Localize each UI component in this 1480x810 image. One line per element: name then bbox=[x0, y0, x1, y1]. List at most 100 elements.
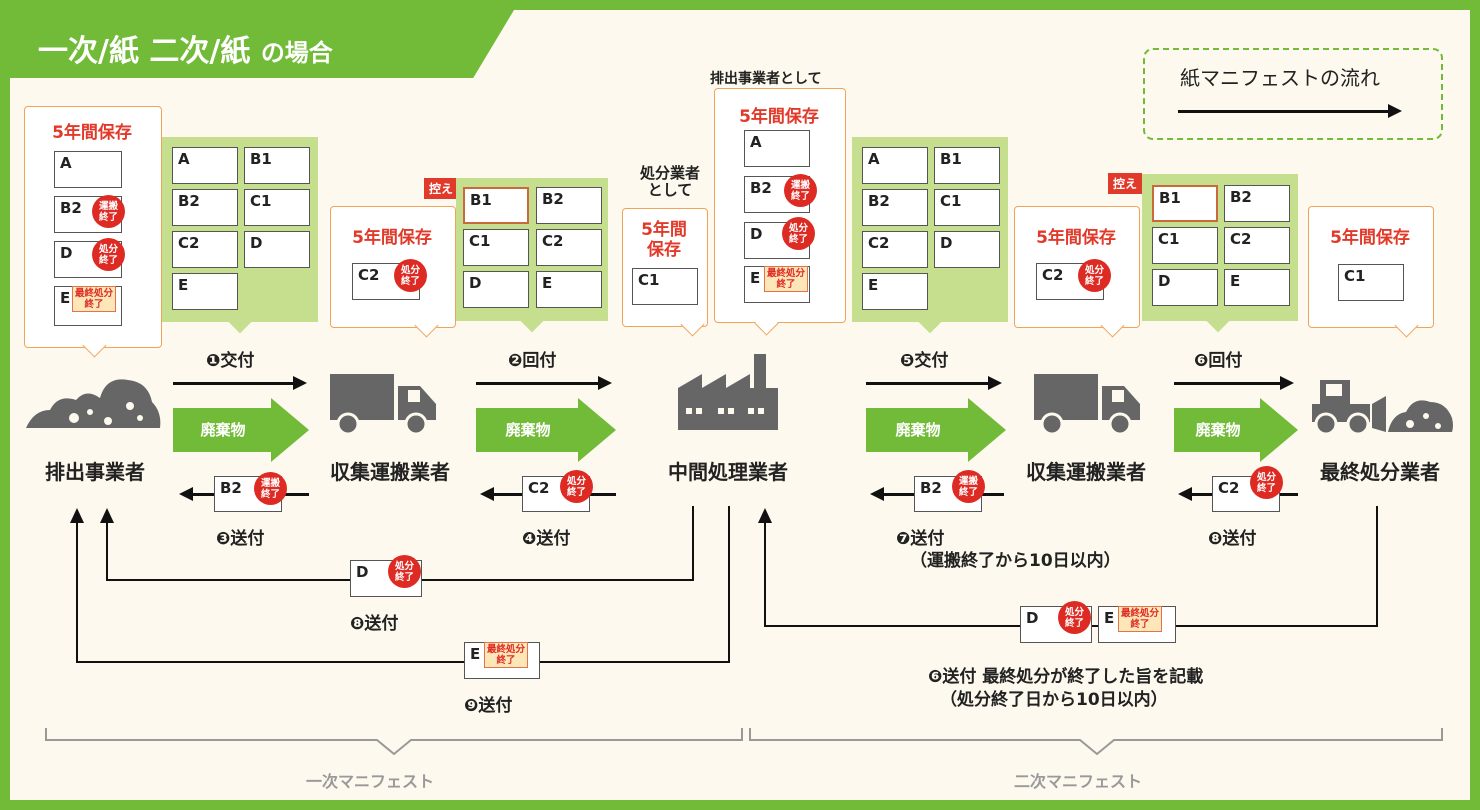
slip-c2: C2 bbox=[536, 229, 602, 266]
slip-c2: C2 bbox=[172, 231, 238, 268]
keep-label: 5年間保存 bbox=[52, 123, 132, 143]
secondary-section-label: 二次マニフェスト bbox=[1014, 772, 1143, 791]
slip-a: A bbox=[54, 151, 122, 188]
as-generator-label: 排出事業者として bbox=[710, 71, 822, 87]
final-done-stamp: 最終処分 終了 bbox=[764, 266, 809, 292]
step-3-label: ❸送付 bbox=[216, 529, 265, 549]
page-title: 一次/紙 二次/紙 の場合 bbox=[38, 34, 333, 69]
flow-line bbox=[106, 518, 108, 581]
arrow-head bbox=[758, 508, 772, 523]
step-7-note: （運搬終了から10日以内） bbox=[910, 551, 1121, 571]
slip-c1: C1 bbox=[1152, 227, 1218, 264]
legend-label: 紙マニフェストの流れ bbox=[1180, 66, 1380, 90]
generator-label: 排出事業者 bbox=[45, 460, 145, 484]
hikae-tag: 控え bbox=[1108, 173, 1143, 194]
waste-arrow: 廃棄物 bbox=[476, 398, 616, 462]
keep-label: 5年間保存 bbox=[641, 220, 687, 260]
legend-arrow bbox=[1178, 104, 1402, 118]
hikae-tag: 控え bbox=[424, 178, 459, 199]
slip-e: E bbox=[1224, 269, 1290, 306]
waste-arrow: 廃棄物 bbox=[866, 398, 1006, 462]
flow-line bbox=[1376, 506, 1378, 627]
step-8b-label: ❽送付 bbox=[1208, 529, 1257, 549]
legend bbox=[1143, 48, 1443, 140]
keep-label: 5年間保存 bbox=[739, 107, 819, 127]
step-6-label: ❻回付 bbox=[1194, 351, 1243, 371]
as-processor-label: 処分業者として bbox=[639, 164, 700, 199]
final-done-stamp: 最終処分 終了 bbox=[1118, 606, 1163, 632]
final-label: 最終処分業者 bbox=[1320, 460, 1440, 484]
arrow-head bbox=[70, 508, 84, 523]
transport-done-stamp: 運搬 終了 bbox=[784, 174, 817, 207]
slip-b2: B2 bbox=[862, 189, 928, 226]
disposal-done-stamp: 処分 終了 bbox=[1078, 259, 1111, 292]
slip-e: E bbox=[172, 273, 238, 310]
flow-line bbox=[764, 518, 766, 627]
flow-line bbox=[692, 506, 694, 581]
step-6b-note: （処分終了日から10日以内） bbox=[940, 690, 1168, 710]
step-4-label: ❹送付 bbox=[522, 529, 571, 549]
waste-arrow: 廃棄物 bbox=[1174, 398, 1298, 462]
keep-label: 5年間保存 bbox=[1036, 228, 1116, 248]
slip-c1: C1 bbox=[934, 189, 1000, 226]
keep-label: 5年間保存 bbox=[352, 228, 432, 248]
section-brackets bbox=[45, 728, 1443, 756]
transport-done-stamp: 運搬 終了 bbox=[254, 472, 287, 505]
truck-icon bbox=[330, 374, 436, 436]
flow-line bbox=[76, 661, 730, 663]
slip-b1: B1 bbox=[934, 147, 1000, 184]
waste-pile-icon bbox=[26, 379, 161, 428]
slip-b2: B2 bbox=[172, 189, 238, 226]
slip-a: A bbox=[862, 147, 928, 184]
step-5-arrow bbox=[866, 376, 1002, 390]
keep-label: 5年間保存 bbox=[1330, 228, 1410, 248]
slip-d: D bbox=[1020, 606, 1092, 643]
step-5-label: ❺交付 bbox=[900, 351, 949, 371]
truck-icon bbox=[1034, 374, 1140, 436]
transport-done-stamp: 運搬 終了 bbox=[952, 470, 985, 503]
slip-c1: C1 bbox=[244, 189, 310, 226]
waste-arrow: 廃棄物 bbox=[173, 398, 309, 462]
transport-done-stamp: 運搬 終了 bbox=[92, 195, 125, 228]
flow-line bbox=[728, 506, 730, 663]
disposal-done-stamp: 処分 終了 bbox=[92, 238, 125, 271]
slip-d: D bbox=[934, 231, 1000, 268]
step-1-arrow bbox=[173, 376, 307, 390]
slip-b2: B2 bbox=[1224, 185, 1290, 222]
step-6b-label: ❻送付 最終処分が終了した旨を記載 bbox=[928, 667, 1204, 687]
disposal-done-stamp: 処分 終了 bbox=[394, 259, 427, 292]
arrow-head bbox=[100, 508, 114, 523]
slip-a: A bbox=[172, 147, 238, 184]
final-done-stamp: 最終処分 終了 bbox=[484, 642, 529, 668]
slip-a: A bbox=[744, 130, 810, 167]
factory-icon bbox=[678, 354, 778, 430]
step-7-label: ❼送付 bbox=[896, 529, 945, 549]
step-9-label: ❾送付 bbox=[464, 696, 513, 716]
disposal-done-stamp: 処分 終了 bbox=[782, 217, 815, 250]
flow-line bbox=[76, 518, 78, 663]
processor-keep-callout bbox=[622, 208, 708, 327]
bulldozer-icon bbox=[1312, 380, 1453, 436]
slip-b1: B1 bbox=[1152, 185, 1218, 222]
collector2-label: 収集運搬業者 bbox=[1026, 460, 1146, 484]
step-8a-label: ❽送付 bbox=[350, 614, 399, 634]
slip-b1: B1 bbox=[244, 147, 310, 184]
slip-c1: C1 bbox=[1338, 264, 1404, 301]
disposal-done-stamp: 処分 終了 bbox=[1058, 601, 1091, 634]
step-6-arrow bbox=[1174, 376, 1294, 390]
step-2-label: ❷回付 bbox=[508, 351, 557, 371]
collector1-label: 収集運搬業者 bbox=[330, 460, 450, 484]
slip-d: D bbox=[244, 231, 310, 268]
slip-c1: C1 bbox=[463, 229, 529, 266]
disposal-done-stamp: 処分 終了 bbox=[1250, 466, 1283, 499]
slip-d: D bbox=[1152, 269, 1218, 306]
primary-section-label: 一次マニフェスト bbox=[306, 772, 435, 791]
step-1-label: ❶交付 bbox=[206, 351, 255, 371]
slip-b2: B2 bbox=[536, 187, 602, 224]
slip-c2: C2 bbox=[1224, 227, 1290, 264]
disposal-done-stamp: 処分 終了 bbox=[388, 555, 421, 588]
step-2-arrow bbox=[476, 376, 612, 390]
slip-d: D bbox=[463, 271, 529, 308]
disposal-done-stamp: 処分 終了 bbox=[560, 470, 593, 503]
